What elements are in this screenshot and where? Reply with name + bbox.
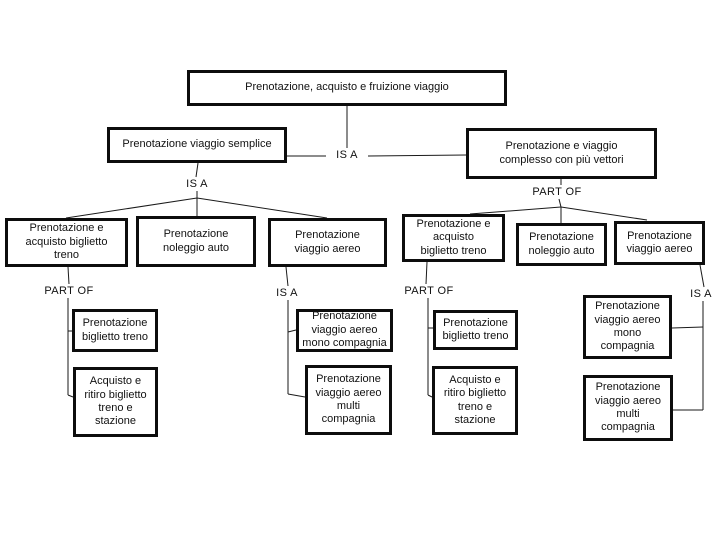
edge-d3-down bbox=[699, 264, 705, 288]
edge-label-is-a-semplice: IS A bbox=[177, 178, 217, 190]
edge-fan-dx-stub bbox=[558, 198, 562, 208]
edge-bracket-a1-t2 bbox=[67, 394, 74, 398]
node-biglietto-treno-sx: Prenotazione biglietto treno bbox=[72, 309, 158, 352]
node-aereo-multi-sx: Prenotazione viaggio aereo multi compagn… bbox=[305, 365, 392, 435]
edge-d1-down bbox=[425, 261, 428, 285]
edge-bracket-a3-t2 bbox=[287, 393, 306, 398]
node-aereo-mono-sx: Prenotazione viaggio aereo mono compagni… bbox=[296, 309, 393, 352]
node-viaggio-semplice: Prenotazione viaggio semplice bbox=[107, 127, 287, 163]
edge-fan-sx-left bbox=[65, 197, 198, 219]
edge-fan-sx-right bbox=[196, 197, 328, 219]
node-viaggio-aereo-sx: Prenotazione viaggio aereo bbox=[268, 218, 387, 267]
node-aereo-mono-dx: Prenotazione viaggio aereo mono compagni… bbox=[583, 295, 672, 359]
edge-bracket-d1-t2 bbox=[427, 394, 433, 398]
edge-a1-down bbox=[67, 266, 70, 285]
node-root: Prenotazione, acquisto e fruizione viagg… bbox=[187, 70, 507, 106]
node-viaggio-complesso: Prenotazione e viaggio complesso con più… bbox=[466, 128, 657, 179]
edge-fan-dx-right bbox=[560, 206, 648, 221]
node-noleggio-auto-sx: Prenotazione noleggio auto bbox=[136, 216, 256, 267]
edge-label-part-of-treno-dx: PART OF bbox=[400, 285, 458, 297]
edge-bracket-d3-t1 bbox=[671, 326, 704, 329]
edge-a3-down bbox=[285, 266, 289, 287]
edge-fan-dx-left bbox=[469, 206, 562, 215]
edge-label-part-of-treno-sx: PART OF bbox=[40, 285, 98, 297]
edge-label-is-a-root: IS A bbox=[327, 149, 367, 161]
edge-label-part-of-complesso: PART OF bbox=[528, 186, 586, 198]
node-biglietto-treno-dx: Prenotazione biglietto treno bbox=[433, 310, 518, 350]
node-viaggio-aereo-dx: Prenotazione viaggio aereo bbox=[614, 221, 705, 265]
edge-bracket-a3-t1 bbox=[287, 329, 297, 333]
node-acquisto-biglietto-treno-dx: Prenotazione e acquisto biglietto treno bbox=[402, 214, 505, 262]
node-noleggio-auto-dx: Prenotazione noleggio auto bbox=[516, 223, 607, 266]
node-acquisto-ritiro-sx: Acquisto e ritiro biglietto treno e staz… bbox=[73, 367, 158, 437]
edge-label-is-a-aereo-dx: IS A bbox=[682, 288, 720, 300]
node-acquisto-ritiro-dx: Acquisto e ritiro biglietto treno e staz… bbox=[432, 366, 518, 435]
node-aereo-multi-dx: Prenotazione viaggio aereo multi compagn… bbox=[583, 375, 673, 441]
node-acquisto-biglietto-treno-sx: Prenotazione e acquisto biglietto treno bbox=[5, 218, 128, 267]
edge-label-is-a-aereo-sx: IS A bbox=[267, 287, 307, 299]
edge-isa-right bbox=[367, 154, 467, 157]
edge-semplice-down bbox=[195, 162, 199, 178]
